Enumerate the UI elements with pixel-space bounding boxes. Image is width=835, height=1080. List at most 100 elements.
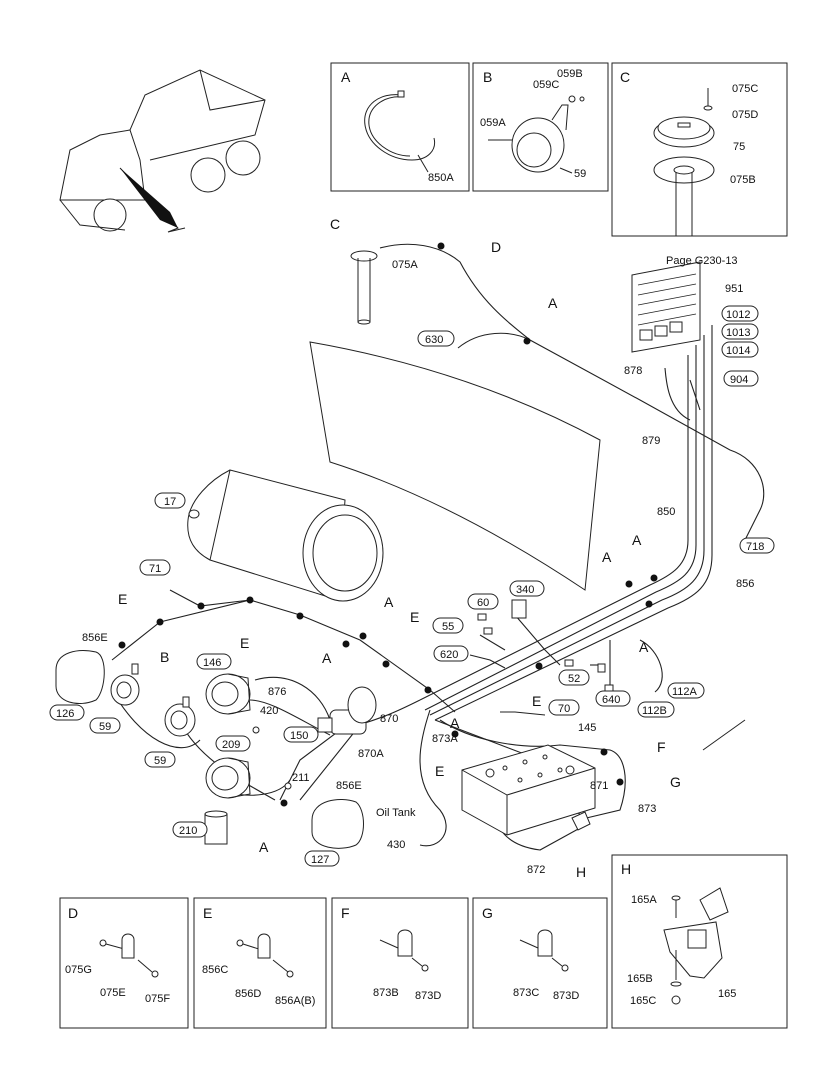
callout-label: 1014 [726, 345, 750, 357]
callout-label: 60 [477, 597, 489, 609]
oil-tank-label: Oil Tank [376, 807, 416, 819]
section-ref: E [410, 609, 419, 625]
part-label: 165A [631, 894, 657, 906]
inset-letter: H [621, 861, 631, 877]
windshield [309, 341, 601, 591]
part-label: 165C [630, 995, 656, 1007]
part-label: 856E [82, 632, 108, 644]
inset-letter: E [203, 905, 212, 921]
section-ref: C [330, 216, 340, 232]
part-label: 872 [527, 864, 545, 876]
part-label: 059A [480, 117, 506, 129]
part-label: 145 [578, 722, 596, 734]
callout-label: 55 [442, 621, 454, 633]
part-label: 075C [732, 83, 758, 95]
section-ref: A [548, 295, 558, 311]
section-ref: A [450, 715, 460, 731]
section-ref: F [657, 739, 666, 755]
inset-g: G 873C 873D [472, 897, 608, 1029]
part-label: 430 [387, 839, 405, 851]
inset-f: F 873B 873D [331, 897, 469, 1029]
section-ref: A [632, 532, 642, 548]
inset-letter: B [483, 69, 492, 85]
part-label: 856C [202, 964, 228, 976]
callout-label: 620 [440, 649, 458, 661]
inset-b: B 059B 059C 059A 59 [472, 62, 609, 192]
section-ref: E [118, 591, 127, 607]
part-label: 856A(B) [275, 995, 315, 1007]
part-label: 873 [638, 803, 656, 815]
part-label: 75 [733, 141, 745, 153]
part-label: 211 [292, 772, 310, 784]
part-label: 951 [725, 283, 743, 295]
callout-label: 718 [746, 541, 764, 553]
part-label: 075G [65, 964, 92, 976]
page-reference: Page G230-13 [666, 255, 738, 267]
callout-label: 17 [164, 496, 176, 508]
part-label: 870A [358, 748, 384, 760]
inset-a: A 850A [330, 62, 470, 192]
components [55, 599, 614, 849]
part-label: 878 [624, 365, 642, 377]
callout-label: 150 [290, 730, 308, 742]
section-ref: G [670, 774, 681, 790]
callout-label: 52 [568, 673, 580, 685]
callout-label: 640 [602, 694, 620, 706]
inset-letter: D [68, 905, 78, 921]
part-label: 876 [268, 686, 286, 698]
inset-c: C 075C 075D 75 075B [611, 62, 788, 237]
part-label: 871 [590, 780, 608, 792]
part-label: 870 [380, 713, 398, 725]
part-label: 879 [642, 435, 660, 447]
inset-h: H 165A 165B 165C 165 [611, 854, 788, 1029]
part-label: 420 [260, 705, 278, 717]
section-ref: E [240, 635, 249, 651]
section-ref: A [602, 549, 612, 565]
fuse-box [631, 261, 701, 353]
section-ref: A [639, 639, 649, 655]
section-ref: A [259, 839, 269, 855]
callout-label: 904 [730, 374, 748, 386]
callout-label: 59 [154, 755, 166, 767]
part-label: 856E [336, 780, 362, 792]
callout-label: 1013 [726, 327, 750, 339]
harness [111, 243, 765, 851]
part-label: 873D [553, 990, 579, 1002]
section-ref: A [322, 650, 332, 666]
callout-label: 210 [179, 825, 197, 837]
callout-label: 126 [56, 708, 74, 720]
inset-letter: F [341, 905, 350, 921]
callout-label: 70 [558, 703, 570, 715]
section-ref: A [384, 594, 394, 610]
circled-callouts: 630 1012 1013 1014 904 718 17 71 340 60 … [49, 305, 775, 867]
callout-label: 1012 [726, 309, 750, 321]
section-ref: D [491, 239, 501, 255]
part-label: 59 [574, 168, 586, 180]
inset-letter: A [341, 69, 351, 85]
harness-junctions [118, 242, 658, 807]
callout-label: 112B [642, 705, 667, 717]
part-label: 873C [513, 987, 539, 999]
part-label: 075A [392, 259, 418, 271]
callout-label: 71 [149, 563, 161, 575]
part-label: 075B [730, 174, 756, 186]
section-ref: H [576, 864, 586, 880]
callout-label: 209 [222, 739, 240, 751]
tank [187, 469, 384, 602]
part-label: 075E [100, 987, 126, 999]
part-label: 873B [373, 987, 399, 999]
part-label: 850A [428, 172, 454, 184]
callout-label: 112A [672, 686, 698, 698]
section-ref: E [532, 693, 541, 709]
inset-d: D 075G 075E 075F [59, 897, 189, 1029]
section-ref: E [435, 763, 444, 779]
callout-label: 59 [99, 721, 111, 733]
part-label: 873A [432, 733, 458, 745]
part-label: 165 [718, 988, 736, 1000]
callout-label: 146 [203, 657, 221, 669]
inset-e: E 856C 856D 856A(B) [193, 897, 327, 1029]
part-label: 850 [657, 506, 675, 518]
section-refs: C D A A A A E E A A E A E B E F G A E H [118, 216, 681, 880]
part-label: 165B [627, 973, 653, 985]
inset-letter: C [620, 69, 630, 85]
